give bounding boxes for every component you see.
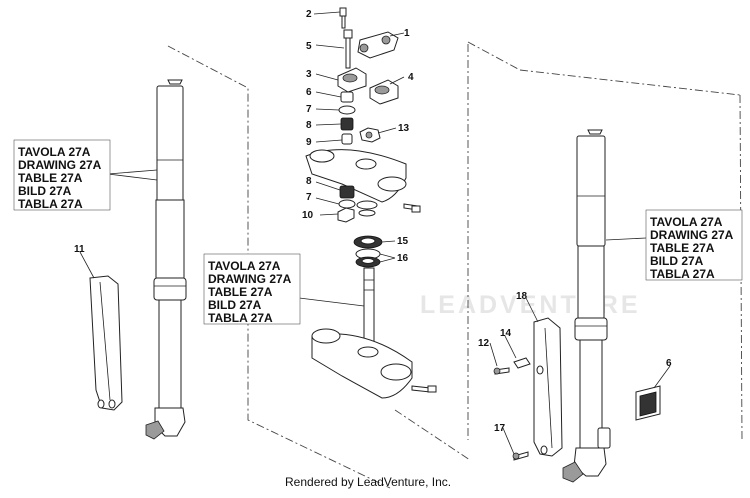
part-number-5: 5 — [306, 41, 312, 52]
fork-pad-part-6 — [635, 385, 661, 421]
part-number-16: 16 — [397, 253, 409, 264]
leader-lines — [79, 11, 671, 455]
callout-left-fork: TAVOLA 27A DRAWING 27A TABLE 27A BILD 27… — [13, 139, 111, 211]
callout-line: DRAWING 27A — [18, 158, 102, 172]
part-number-8: 8 — [306, 120, 312, 131]
part-number-9: 9 — [306, 137, 312, 148]
part-number-4: 4 — [408, 72, 414, 83]
callout-line: TABLA 27A — [208, 311, 273, 325]
part-number-6: 6 — [666, 358, 672, 369]
lower-triple-clamp — [311, 328, 437, 399]
part-number-8: 8 — [306, 176, 312, 187]
callout-line: BILD 27A — [650, 254, 704, 268]
part-number-13: 13 — [398, 123, 410, 134]
part-number-6: 6 — [306, 87, 312, 98]
guard-bolts — [493, 357, 531, 461]
part-number-1: 1 — [404, 28, 410, 39]
bolt-part-2 — [339, 7, 347, 29]
rubber-part-8-lower — [339, 185, 355, 199]
handlebar-clamp-part-4 — [369, 79, 399, 105]
rubber-part-8-upper — [340, 117, 354, 131]
part-number-17: 17 — [494, 423, 506, 434]
washer-stack — [356, 200, 378, 217]
callout-line: TABLA 27A — [650, 267, 715, 281]
bolt-part-5 — [343, 29, 353, 69]
callout-line: BILD 27A — [18, 184, 72, 198]
part-number-2: 2 — [306, 9, 312, 20]
upper-triple-clamp — [305, 149, 421, 213]
right-fork-tube — [562, 129, 611, 483]
handlebar-clamp-part-3 — [337, 67, 367, 93]
washer-part-7-upper — [338, 105, 356, 115]
bearing-part-15 — [353, 235, 383, 249]
callout-center-stem: TAVOLA 27A DRAWING 27A TABLE 27A BILD 27… — [203, 253, 301, 325]
watermark: LEADVENTURE — [420, 291, 641, 319]
handlebar-clamp-upper — [357, 31, 399, 59]
left-fork-guard — [89, 275, 123, 411]
seal-part-16 — [355, 248, 381, 268]
part-numbers: 2 1 5 3 4 6 7 8 9 13 8 7 10 15 16 11 12 … — [74, 9, 672, 434]
footer-credit: Rendered by LeadVenture, Inc. — [285, 475, 451, 489]
washer-part-7-lower — [338, 199, 356, 209]
callout-line: TABLE 27A — [18, 171, 83, 185]
right-fork-guard — [533, 317, 563, 457]
callout-line: TABLA 27A — [18, 197, 83, 211]
part-number-18: 18 — [516, 291, 528, 302]
part-number-15: 15 — [397, 236, 409, 247]
part-number-3: 3 — [306, 69, 312, 80]
nut-part-10 — [337, 207, 355, 223]
steering-stem — [363, 267, 375, 349]
left-fork-tube — [145, 79, 187, 440]
callout-line: BILD 27A — [208, 298, 262, 312]
callout-line: DRAWING 27A — [208, 272, 292, 286]
spacer-part-6 — [340, 91, 354, 103]
part-number-12: 12 — [478, 338, 490, 349]
part-number-10: 10 — [302, 210, 314, 221]
part-number-7: 7 — [306, 192, 312, 203]
part-number-14: 14 — [500, 328, 512, 339]
nut-part-13 — [359, 127, 381, 143]
callout-line: TABLE 27A — [208, 285, 273, 299]
callout-line: TAVOLA 27A — [650, 215, 723, 229]
callout-line: TAVOLA 27A — [18, 145, 91, 159]
callout-line: TABLE 27A — [650, 241, 715, 255]
collar-part-9 — [341, 133, 353, 145]
callout-line: TAVOLA 27A — [208, 259, 281, 273]
part-number-7: 7 — [306, 104, 312, 115]
callout-line: DRAWING 27A — [650, 228, 734, 242]
callout-right-fork: TAVOLA 27A DRAWING 27A TABLE 27A BILD 27… — [645, 209, 743, 281]
part-number-11: 11 — [74, 244, 85, 255]
